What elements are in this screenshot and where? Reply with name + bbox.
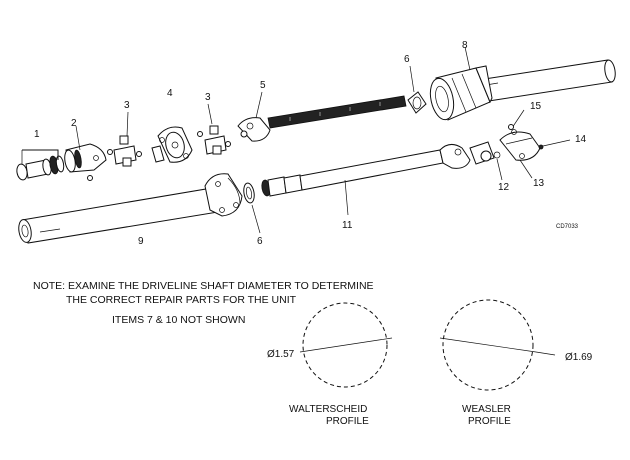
callout-5: 5 bbox=[260, 80, 266, 91]
weasler-profile bbox=[439, 299, 556, 391]
walterscheid-name-2: PROFILE bbox=[326, 416, 369, 427]
callout-4: 4 bbox=[167, 88, 173, 99]
walterscheid-diameter: Ø1.57 bbox=[267, 349, 295, 360]
callout-15: 15 bbox=[530, 101, 542, 112]
callout-11: 11 bbox=[342, 220, 353, 231]
splined-shaft-item-5 bbox=[267, 95, 407, 129]
callout-3-left: 3 bbox=[124, 100, 130, 111]
walterscheid-name-1: WALTERSCHEID bbox=[289, 404, 367, 415]
weasler-name-2: PROFILE bbox=[468, 416, 511, 427]
figure-code: CD7033 bbox=[556, 224, 579, 230]
callout-6-upper: 6 bbox=[404, 54, 410, 65]
inner-yoke-cross bbox=[439, 141, 503, 181]
inner-tube-item-11 bbox=[261, 149, 444, 216]
note-line-2: THE CORRECT REPAIR PARTS FOR THE UNIT bbox=[66, 294, 297, 306]
callout-13: 13 bbox=[533, 178, 545, 189]
front-yoke-item-2 bbox=[64, 125, 107, 181]
collar-kit-item-1 bbox=[16, 149, 65, 181]
bearing-ring-lower-item-6 bbox=[243, 182, 261, 234]
callout-14: 14 bbox=[575, 134, 587, 145]
note-line-3: ITEMS 7 & 10 NOT SHOWN bbox=[112, 314, 245, 326]
right-yoke-items-13-15 bbox=[499, 109, 571, 179]
callout-8: 8 bbox=[462, 40, 468, 51]
weasler-name-1: WEASLER bbox=[462, 404, 511, 415]
inner-yoke-item-5 bbox=[237, 91, 271, 142]
note-line-1: NOTE: EXAMINE THE DRIVELINE SHAFT DIAMET… bbox=[33, 280, 374, 292]
callout-6-lower: 6 bbox=[257, 236, 263, 247]
upper-tube bbox=[477, 59, 616, 103]
walterscheid-profile bbox=[299, 302, 393, 388]
shield-cone-item-8 bbox=[429, 46, 493, 121]
tube-yoke bbox=[204, 173, 243, 217]
cross-bearing-right-item-3 bbox=[197, 103, 231, 155]
callout-2: 2 bbox=[71, 118, 77, 129]
center-double-yoke-item-4 bbox=[151, 126, 193, 163]
callout-12: 12 bbox=[498, 182, 510, 193]
bearing-ring-upper-item-6 bbox=[407, 65, 427, 114]
callout-9: 9 bbox=[138, 236, 144, 247]
callout-1: 1 bbox=[34, 129, 40, 140]
cross-bearing-left-item-3 bbox=[107, 111, 142, 167]
weasler-diameter: Ø1.69 bbox=[565, 352, 593, 363]
callout-3-right: 3 bbox=[205, 92, 211, 103]
outer-tube-item-9 bbox=[18, 187, 219, 244]
